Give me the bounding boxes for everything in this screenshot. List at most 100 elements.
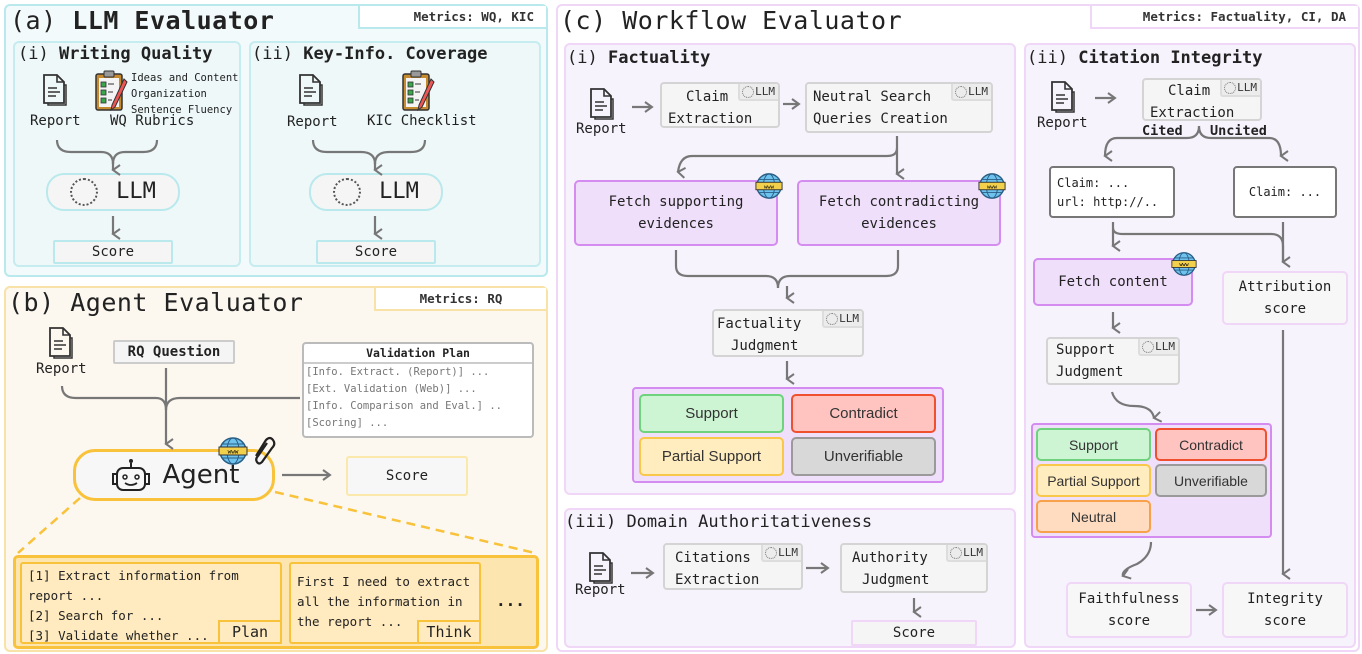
- brain-icon: [1224, 81, 1237, 94]
- faithfulness-score-box: Faithfulness score: [1066, 582, 1192, 638]
- citation-integrity-title: (ii) Citation Integrity: [1027, 48, 1263, 68]
- workflow-evaluator-metrics: Metrics: Factuality, CI, DA: [1090, 6, 1358, 29]
- www-globe-icon: www: [755, 173, 783, 199]
- plan-line: [2] Search for ...: [28, 608, 164, 623]
- report-document-icon: [590, 88, 614, 120]
- rubric-item: Ideas and Content: [131, 72, 239, 84]
- box-line: evidences: [638, 216, 714, 232]
- report-document-icon: [49, 327, 73, 359]
- box-line: Judgment: [731, 338, 799, 354]
- box-line: Faithfulness: [1078, 591, 1180, 607]
- brain-icon: [765, 546, 778, 559]
- claim-extraction-box: Claim Extraction LLM: [660, 82, 780, 128]
- think-line: all the information in: [297, 594, 463, 609]
- key-info-coverage-title: (ii) Key-Info. Coverage: [252, 44, 488, 64]
- key-info-coverage-panel: [249, 41, 541, 267]
- rubric-item: Sentence Fluency: [131, 104, 233, 116]
- authority-judgment-box: Authority Judgment LLM: [840, 543, 988, 593]
- report-document-icon: [43, 74, 67, 106]
- llm-tag: LLM: [822, 311, 862, 328]
- cited-claim-box: Claim: ... url: http://..: [1049, 166, 1175, 218]
- svg-text:www: www: [1179, 262, 1189, 268]
- factuality-judgment-box: Factuality Judgment LLM: [712, 309, 864, 357]
- rq-question-box: RQ Question: [113, 340, 235, 364]
- svg-text:www: www: [228, 449, 239, 456]
- attribution-score-box: Attribution score: [1222, 271, 1348, 325]
- box-line: Claim: [686, 89, 729, 105]
- report-document-icon: [1051, 81, 1075, 113]
- report-document-icon: [299, 74, 323, 106]
- box-line: evidences: [861, 216, 937, 232]
- box-line: Queries Creation: [813, 111, 948, 127]
- box-line: Support: [1056, 342, 1116, 358]
- think-tag: Think: [417, 620, 481, 644]
- svg-text:www: www: [764, 184, 775, 190]
- box-line: Integrity: [1247, 591, 1323, 607]
- robot-icon: [111, 459, 150, 491]
- llm-tag: LLM: [761, 545, 801, 562]
- box-line: Claim: [1168, 83, 1211, 99]
- www-globe-icon: www: [218, 437, 248, 465]
- think-line: the report ...: [297, 614, 403, 629]
- box-line: score: [1107, 613, 1151, 629]
- llm-evaluator-title: (a) LLM Evaluator: [10, 6, 275, 35]
- plan-line: report ...: [28, 588, 104, 603]
- box-line: Neutral Search: [813, 89, 932, 105]
- writing-quality-title: (i) Writing Quality: [18, 44, 213, 64]
- cited-label: Cited: [1142, 123, 1183, 139]
- box-line: Judgment: [1056, 364, 1124, 380]
- domain-authoritativeness-title: (iii) Domain Authoritativeness: [565, 512, 873, 532]
- www-globe-icon: www: [978, 173, 1006, 199]
- box-line: Judgment: [862, 572, 930, 588]
- brain-icon: [955, 85, 968, 98]
- box-line: Claim: ...: [1057, 176, 1130, 190]
- kic-llm-box: LLM: [309, 173, 443, 211]
- www-globe-icon: www: [1171, 252, 1197, 276]
- box-line: Extraction: [668, 111, 753, 127]
- llm-tag: LLM: [946, 545, 986, 562]
- validation-plan-item: [Info. Comparison and Eval.] ..: [306, 400, 502, 412]
- think-line: First I need to extract: [297, 574, 471, 589]
- category-partial-support: Partial Support: [639, 437, 784, 476]
- report-document-icon: [589, 552, 613, 584]
- clipboard-checklist-icon: [95, 70, 128, 112]
- citations-extraction-box: Citations Extraction LLM: [663, 543, 803, 590]
- fetch-contradicting-box: Fetch contradicting evidences: [797, 180, 1001, 246]
- svg-text:www: www: [987, 184, 998, 190]
- validation-plan-item: [Ext. Validation (Web)] ...: [306, 383, 477, 395]
- clipboard-checklist-icon: [402, 70, 435, 112]
- kic-score-box: Score: [316, 240, 436, 264]
- box-line: Fetch supporting: [608, 194, 744, 210]
- da-score-box: Score: [851, 620, 977, 646]
- box-line: Attribution: [1238, 279, 1332, 295]
- integrity-score-box: Integrity score: [1222, 582, 1348, 638]
- ci-report-label: Report: [1037, 115, 1088, 131]
- box-line: Citations: [675, 550, 751, 566]
- brain-icon: [70, 178, 99, 206]
- paperclip-icon: [255, 436, 276, 465]
- category-support: Support: [1036, 428, 1151, 461]
- wq-rubrics-label: WQ Rubrics: [110, 113, 195, 129]
- plan-box: [1] Extract information from report ... …: [20, 562, 282, 644]
- validation-plan-item: [Info. Extract. (Report)] ...: [306, 366, 490, 378]
- category-unverifiable: Unverifiable: [791, 437, 936, 476]
- llm-tag: LLM: [738, 84, 778, 101]
- category-neutral: Neutral: [1036, 500, 1151, 533]
- category-support: Support: [639, 394, 784, 433]
- box-line: Extraction: [1150, 105, 1235, 121]
- trace-ellipsis: ...: [496, 591, 525, 610]
- neutral-search-box: Neutral Search Queries Creation LLM: [805, 82, 993, 133]
- validation-plan-box: Validation Plan [Info. Extract. (Report)…: [302, 342, 534, 438]
- factuality-report-label: Report: [576, 121, 627, 137]
- kic-report-label: Report: [287, 114, 338, 130]
- category-partial-support: Partial Support: [1036, 464, 1151, 497]
- agent-score-box: Score: [346, 456, 468, 496]
- box-line: score: [1263, 301, 1307, 317]
- workflow-evaluator-title: (c) Workflow Evaluator: [560, 6, 903, 35]
- wq-score-box: Score: [53, 240, 173, 264]
- agent-evaluator-metrics: Metrics: RQ: [374, 288, 546, 311]
- fetch-content-box: Fetch content: [1033, 258, 1193, 306]
- brain-icon: [826, 312, 839, 325]
- kic-checklist-label: KIC Checklist: [367, 113, 477, 129]
- validation-plan-title: Validation Plan: [304, 344, 532, 364]
